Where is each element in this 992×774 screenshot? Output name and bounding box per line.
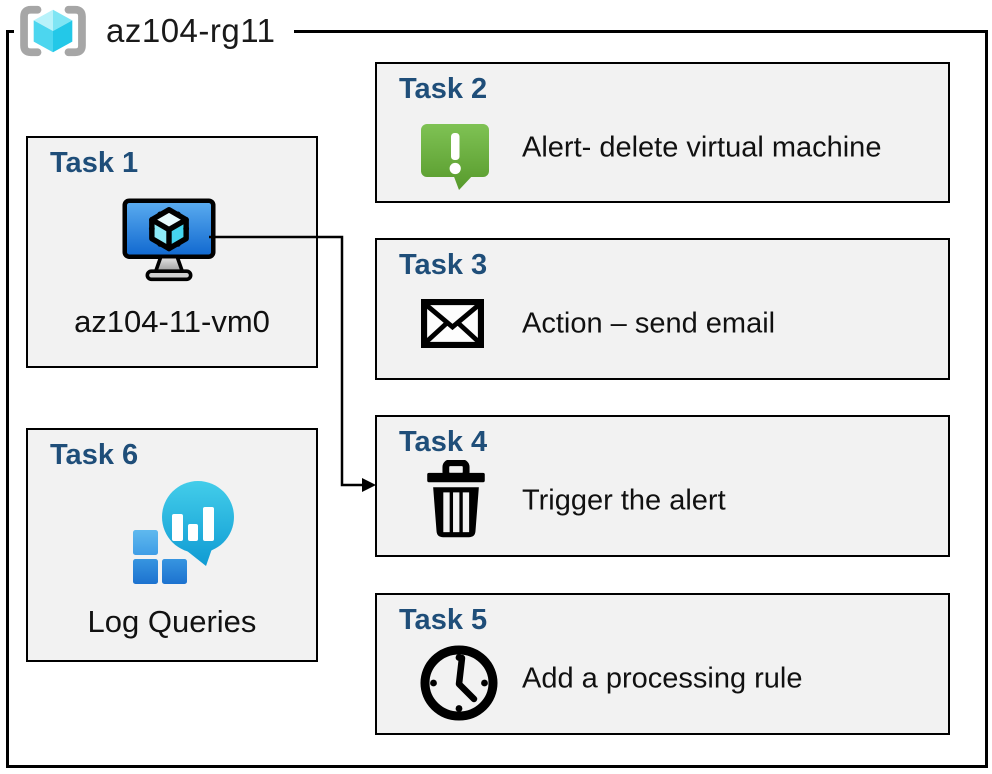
trash-icon [423,460,489,540]
task-1-box: Task 1 [26,136,318,368]
resource-group-icon [16,3,90,59]
task-1-label: Task 1 [50,147,139,179]
email-envelope-icon [421,299,484,348]
task-2-box: Task 2 Alert- delete virtual machine [375,62,950,203]
log-analytics-icon [133,480,237,586]
task-5-description: Add a processing rule [522,662,803,695]
task-5-label: Task 5 [399,604,488,636]
task-6-box: Task 6 [26,428,318,662]
alert-message-icon [419,122,491,192]
clock-icon [417,642,501,724]
log-queries-text: Log Queries [87,604,257,639]
task-3-description: Action – send email [522,307,776,340]
vm-name-text: az104-11-vm0 [74,304,270,339]
task-4-description: Trigger the alert [522,484,726,517]
task-4-box: Task 4 Trigger the alert [375,415,950,557]
task-4-label: Task 4 [399,426,488,458]
resource-group-title: az104-rg11 [106,12,276,49]
task-3-label: Task 3 [399,249,488,281]
resource-group-header: az104-rg11 [14,2,294,60]
task-5-box: Task 5 Add a processing rule [375,593,950,735]
virtual-machine-icon [122,198,216,282]
task-6-label: Task 6 [50,439,139,471]
task-2-description: Alert- delete virtual machine [522,131,882,164]
task-2-label: Task 2 [399,73,488,105]
task-3-box: Task 3 Action – send email [375,238,950,380]
